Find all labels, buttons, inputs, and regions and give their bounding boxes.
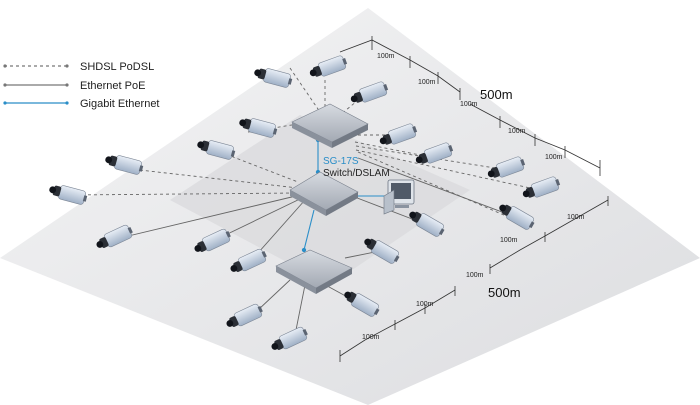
total-distance-lower: 500m [488, 285, 521, 300]
distance-label: 100m [500, 237, 518, 244]
distance-label: 100m [418, 79, 436, 86]
distance-label: 100m [567, 214, 585, 221]
distance-label: 100m [362, 334, 380, 341]
total-distance-upper: 500m [480, 87, 513, 102]
dimension-lines-upper [339, 36, 601, 176]
distance-label: 100m [377, 53, 395, 60]
device-model-label: SG-17S [323, 156, 359, 167]
legend-label-ethernet: Ethernet PoE [80, 80, 145, 92]
distance-label: 100m [545, 154, 563, 161]
distance-label: 100m [508, 128, 526, 135]
distance-label: 100m [416, 301, 434, 308]
dimension-lines-lower [339, 196, 609, 362]
computer-icon [383, 179, 415, 215]
camera-icon [103, 151, 145, 177]
device-role-label: Switch/DSLAM [323, 168, 390, 179]
distance-label: 100m [460, 101, 478, 108]
legend-label-gigabit: Gigabit Ethernet [80, 98, 160, 110]
switch-bottom [275, 249, 353, 294]
legend: SHDSL PoDSL Ethernet PoE Gigabit Etherne… [3, 61, 160, 110]
distance-label: 100m [466, 272, 484, 279]
switch-main [289, 171, 359, 216]
camera-icon [47, 181, 89, 207]
switch-top [291, 103, 369, 148]
legend-label-shdsl: SHDSL PoDSL [80, 61, 154, 73]
